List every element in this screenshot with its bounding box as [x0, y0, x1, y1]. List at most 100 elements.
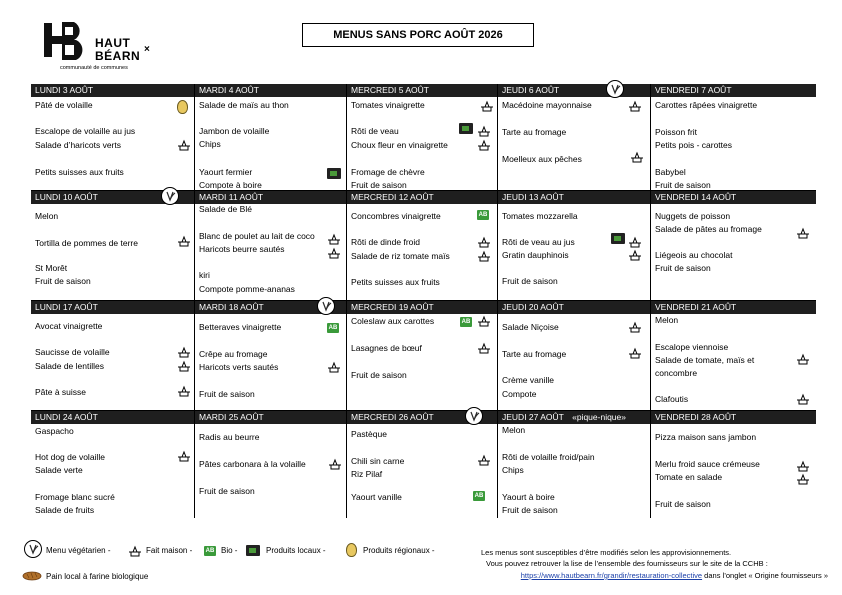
menu-item: Fruit de saison — [35, 276, 91, 286]
day-header: MERCREDI 19 AOÛT — [347, 301, 497, 314]
homemade-legend-icon — [129, 545, 141, 557]
day-cell: MERCREDI 12 AOÛT Concombres vinaigrette … — [347, 191, 498, 300]
menu-item: Melon — [35, 211, 59, 221]
homemade-icon — [178, 235, 190, 247]
homemade-icon — [631, 151, 643, 163]
notice-line1: Les menus sont susceptibles d’être modif… — [481, 548, 732, 557]
day-cell: JEUDI 27 AOÛT «pique-nique» Melon Rôti d… — [498, 411, 651, 518]
homemade-icon — [797, 393, 809, 405]
day-header-label: JEUDI 6 AOÛT — [502, 85, 560, 95]
day-cell: VENDREDI 28 AOÛT Pizza maison sans jambo… — [651, 411, 816, 518]
week-row: LUNDI 24 AOÛT Gaspacho Hot dog de volail… — [31, 407, 816, 518]
menu-item: Lasagnes de bœuf — [351, 343, 422, 353]
bio-icon: AB — [327, 323, 339, 333]
menu-item: Salade de tomate, maïs et — [655, 355, 755, 365]
menu-item: concombre — [655, 368, 698, 378]
menu-item: Clafoutis — [655, 394, 689, 404]
menu-item: Fruit de saison — [199, 486, 255, 496]
menu-item: Tarte au fromage — [502, 127, 567, 137]
homemade-icon — [328, 361, 340, 373]
logo-text-bearn: BÉARN — [95, 49, 141, 63]
notice-line2: Vous pouvez retrouver la lise de l’ensem… — [486, 559, 768, 568]
menu-item: Salade verte — [35, 465, 83, 475]
day-header: MERCREDI 5 AOÛT — [347, 84, 497, 97]
week-row: LUNDI 17 AOÛT Avocat vinaigrette Sauciss… — [31, 297, 816, 411]
menu-item: Tomate en salade — [655, 472, 723, 482]
homemade-icon — [478, 342, 490, 354]
legend-bread-label: Pain local à farine biologique — [46, 572, 149, 581]
menu-item: Nuggets de poisson — [655, 211, 731, 221]
day-cell: VENDREDI 14 AOÛT Nuggets de poisson Sala… — [651, 191, 816, 300]
notice-line3-suffix: dans l’onglet « Origine fournisseurs » — [702, 571, 828, 580]
menu-item: Escalope viennoise — [655, 342, 729, 352]
homemade-icon — [178, 139, 190, 151]
menu-item: Yaourt vanille — [351, 492, 402, 502]
homemade-icon — [478, 139, 490, 151]
local-product-icon — [611, 233, 625, 244]
menu-item: Salade de fruits — [35, 505, 95, 515]
day-header: JEUDI 20 AOÛT — [498, 301, 650, 314]
menu-item: Carottes râpées vinaigrette — [655, 100, 758, 110]
notice: Les menus sont susceptibles d’être modif… — [438, 547, 828, 587]
menu-item: Pâte à suisse — [35, 387, 87, 397]
vegetarian-icon — [465, 407, 483, 425]
menu-item: Chili sin carne — [351, 456, 405, 466]
homemade-icon — [629, 236, 641, 248]
menu-item: Gratin dauphinois — [502, 250, 569, 260]
menu-item: Rôti de veau — [351, 126, 399, 136]
day-header: JEUDI 13 AOÛT — [498, 191, 650, 204]
menu-item: Salade de maïs au thon — [199, 100, 289, 110]
homemade-icon — [328, 233, 340, 245]
day-header: LUNDI 3 AOÛT — [31, 84, 194, 97]
homemade-icon — [478, 236, 490, 248]
menu-item: Choux fleur en vinaigrette — [351, 140, 448, 150]
suppliers-link[interactable]: https://www.hautbearn.fr/grandir/restaur… — [520, 571, 703, 580]
regional-legend-icon — [346, 543, 357, 557]
menu-item: Salade de Blé — [199, 204, 252, 214]
menu-item: Pastèque — [351, 429, 387, 439]
menu-item: Merlu froid sauce crémeuse — [655, 459, 760, 469]
menu-item: Petits pois - carottes — [655, 140, 733, 150]
menu-item: Salade d’haricots verts — [35, 140, 121, 150]
day-header: JEUDI 27 AOÛT «pique-nique» — [498, 411, 650, 424]
logo-tagline: communauté de communes — [60, 65, 128, 71]
menu-item: Melon — [655, 315, 679, 325]
page-title: MENUS SANS PORC AOÛT 2026 — [302, 23, 534, 47]
local-legend-icon — [246, 545, 260, 556]
menu-item: Escalope de volaille au jus — [35, 126, 136, 136]
menu-item: Macédoine mayonnaise — [502, 100, 592, 110]
week-row: LUNDI 10 AOÛT Melon Tortilla de pommes d… — [31, 187, 816, 301]
day-header-label: MERCREDI 26 AOÛT — [351, 412, 434, 422]
day-header: MERCREDI 12 AOÛT — [347, 191, 497, 204]
day-cell: VENDREDI 21 AOÛT Melon Escalope viennois… — [651, 301, 816, 410]
day-header-label: MARDI 18 AOÛT — [199, 302, 264, 312]
menu-item: Fromage de chèvre — [351, 167, 425, 177]
menu-item: Rôti de veau au jus — [502, 237, 575, 247]
menu-item: Babybel — [655, 167, 686, 177]
menu-item: Rôti de volaille froid/pain — [502, 452, 595, 462]
menu-item: Fromage blanc sucré — [35, 492, 115, 502]
menu-item: Hot dog de volaille — [35, 452, 105, 462]
menu-item: Fruit de saison — [351, 370, 407, 380]
day-cell: MARDI 11 AOÛT Salade de Blé Blanc de pou… — [195, 191, 347, 300]
menu-item: Gaspacho — [35, 426, 74, 436]
menu-item: Chips — [199, 139, 221, 149]
menu-item: Petits suisses aux fruits — [35, 167, 124, 177]
menu-item: Pizza maison sans jambon — [655, 432, 757, 442]
homemade-icon — [478, 250, 490, 262]
day-header-label: LUNDI 10 AOÛT — [35, 192, 98, 202]
day-cell: JEUDI 13 AOÛT Tomates mozzarella Rôti de… — [498, 191, 651, 300]
homemade-icon — [178, 346, 190, 358]
homemade-icon — [797, 473, 809, 485]
menu-item: Tortilla de pommes de terre — [35, 238, 138, 248]
vegetarian-icon — [317, 297, 335, 315]
homemade-icon — [328, 247, 340, 259]
menu-item: Salade de riz tomate maïs — [351, 251, 450, 261]
menu-item: Compote — [502, 389, 537, 399]
logo-text-haut: HAUT — [95, 36, 131, 50]
day-header: LUNDI 10 AOÛT — [31, 187, 194, 205]
day-cell: LUNDI 3 AOÛT Pâté de volaille Escalope d… — [31, 84, 195, 190]
day-cell: LUNDI 24 AOÛT Gaspacho Hot dog de volail… — [31, 411, 195, 518]
legend-regional-label: Produits régionaux - — [363, 546, 435, 555]
day-cell: MERCREDI 19 AOÛT Coleslaw aux carottes A… — [347, 301, 498, 410]
